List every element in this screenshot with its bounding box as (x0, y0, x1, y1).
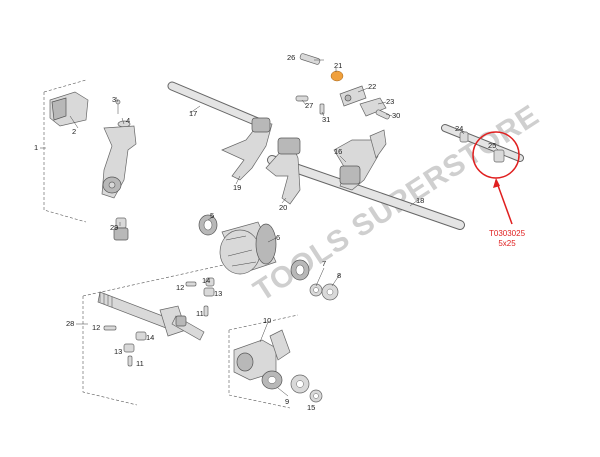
housing-2 (49, 91, 89, 127)
callout-arrow-shaft (495, 179, 513, 225)
label-part-29: 29 (110, 223, 118, 232)
label-part-22: 22 (368, 82, 376, 91)
label-part-18: 18 (416, 196, 424, 205)
bracket-23 (359, 97, 387, 117)
shaft-17 (167, 81, 265, 128)
label-part-12: 12 (176, 283, 184, 292)
spring-14 (205, 277, 215, 287)
label-part-21: 21 (334, 61, 342, 70)
label-part-28: 28 (66, 319, 74, 328)
label-part-6: 6 (276, 233, 280, 242)
circlip-15 (309, 389, 323, 403)
label-part-12-lower: 12 (92, 323, 100, 332)
label-part-11: 11 (196, 309, 204, 318)
label-part-14-lower: 14 (146, 333, 154, 342)
group-box-10 (228, 330, 291, 409)
label-part-8: 8 (337, 271, 341, 280)
spring-13 (203, 287, 215, 297)
ring-24 (459, 131, 469, 143)
label-part-4: 4 (126, 116, 130, 125)
label-part-19: 19 (233, 183, 241, 192)
label-part-17: 17 (189, 109, 197, 118)
callout-size: 5x25 (498, 239, 516, 248)
bracket-22 (339, 85, 367, 107)
plug-29 (113, 217, 129, 241)
label-part-31: 31 (322, 115, 330, 124)
label-part-30: 30 (392, 111, 400, 120)
washer-9b (290, 374, 310, 394)
screw-30 (375, 109, 390, 120)
label-part-5: 5 (210, 211, 214, 220)
shaft-18 (267, 155, 465, 230)
label-part-20: 20 (279, 203, 287, 212)
callout-code: T0303025 (489, 229, 526, 238)
label-part-16: 16 (334, 147, 342, 156)
label-part-11-lower: 11 (136, 359, 144, 368)
roller-21 (330, 70, 344, 82)
pin-11 (203, 305, 209, 317)
gear-9 (261, 370, 283, 390)
pin-12 (185, 281, 197, 287)
label-part-9: 9 (285, 397, 289, 406)
pin-11-lower (127, 355, 133, 367)
label-part-25: 25 (488, 141, 496, 150)
label-part-23: 23 (386, 97, 394, 106)
fork-20 (265, 137, 301, 205)
pin-31 (319, 103, 325, 115)
spring-3 (115, 99, 121, 114)
label-part-2: 2 (72, 127, 76, 136)
bearing-5-lower (290, 259, 310, 281)
selector-10 (233, 329, 291, 381)
spring-14-lower (135, 331, 147, 341)
pin-26 (299, 53, 321, 65)
group-box-28 (82, 296, 138, 406)
screw-25 (493, 149, 505, 163)
label-part-24: 24 (455, 124, 463, 133)
washer-7 (309, 283, 323, 297)
bearing-5 (198, 214, 218, 236)
label-part-1: 1 (34, 143, 38, 152)
group-box-1 (43, 92, 87, 223)
leader-lines (40, 59, 499, 397)
group-box-10-top (228, 314, 299, 331)
label-part-26: 26 (287, 53, 295, 62)
callout-arrow-head (493, 178, 500, 188)
shift-drum-6 (219, 221, 277, 275)
shift-shaft-28 (97, 291, 205, 341)
label-part-3: 3 (112, 95, 116, 104)
label-part-10: 10 (263, 316, 271, 325)
label-part-27: 27 (305, 101, 313, 110)
pin-12-lower (103, 325, 117, 331)
group-box-1-top (43, 79, 87, 93)
label-part-7: 7 (322, 259, 326, 268)
spring-13-lower (123, 343, 135, 353)
label-part-15: 15 (307, 403, 315, 412)
group-box-28-top (82, 261, 238, 297)
label-part-14: 14 (202, 276, 210, 285)
fork-16 (333, 129, 387, 191)
label-part-13-lower: 13 (114, 347, 122, 356)
fork-19 (221, 117, 273, 181)
washer-8 (321, 283, 339, 301)
pin-27 (295, 95, 309, 102)
shaft-upper-right (441, 124, 524, 162)
shift-lever-1 (101, 125, 137, 199)
label-part-13: 13 (214, 289, 222, 298)
